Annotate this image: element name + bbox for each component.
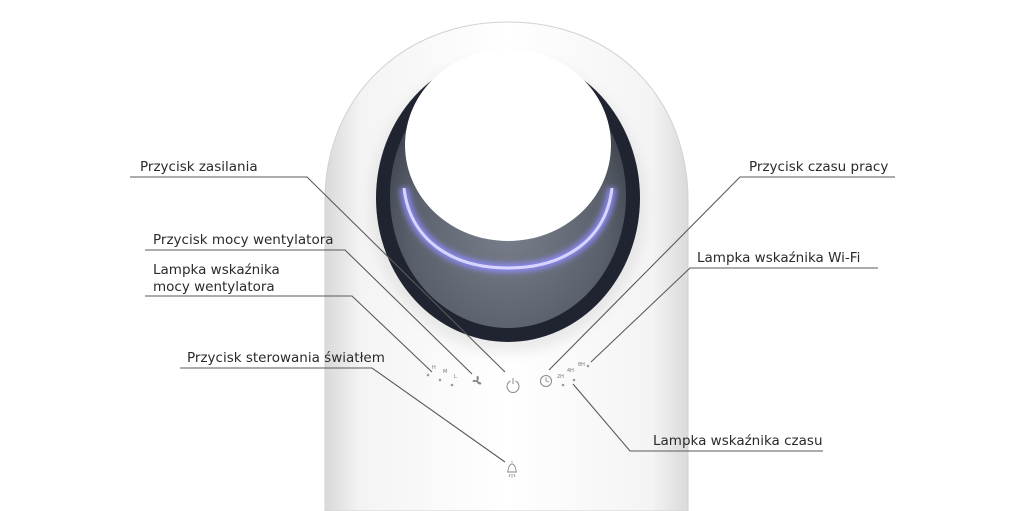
callout-line-power	[130, 176, 506, 373]
timer-level-label-8h: 8H	[578, 362, 585, 368]
timer-level-dot-2h	[561, 383, 565, 387]
callout-line-fan-power	[145, 249, 473, 375]
fan-level-dot-h	[426, 373, 430, 377]
label-timer-indicator: Lampka wskaźnika czasu	[653, 433, 823, 449]
ring-opening	[405, 49, 611, 241]
callout-line-timer	[548, 176, 895, 371]
timer-level-dot-4h	[572, 378, 576, 382]
callout-lines	[130, 176, 895, 463]
fan-level-dot-l	[450, 383, 454, 387]
callout-line-fan-indicator	[145, 295, 433, 373]
label-wifi-indicator: Lampka wskaźnika Wi-Fi	[697, 250, 861, 266]
power-icon[interactable]	[506, 378, 520, 393]
label-light-control-button: Przycisk sterowania światłem	[187, 350, 385, 366]
callout-line-timer-indicator	[572, 383, 823, 452]
callout-line-wifi	[590, 267, 878, 363]
label-fan-power-indicator-line1: Lampka wskaźnika	[153, 262, 280, 278]
timer-level-label-2h: 2H	[557, 374, 564, 380]
wifi-indicator-dot	[586, 364, 590, 368]
fan-icon[interactable]	[472, 375, 482, 385]
led-ring	[399, 187, 617, 273]
label-timer-button: Przycisk czasu pracy	[749, 159, 889, 175]
control-panel: H M L 2H 4H 8H	[426, 362, 590, 478]
fan-level-label-l: L	[454, 374, 457, 380]
callout-line-light	[180, 367, 506, 463]
timer-level-label-4h: 4H	[567, 368, 574, 374]
fan-level-label-h: H	[432, 365, 436, 371]
label-power-button: Przycisk zasilania	[140, 159, 258, 175]
fan-level-dot-m	[438, 378, 442, 382]
light-icon[interactable]	[507, 461, 517, 478]
label-fan-power-button: Przycisk mocy wentylatora	[153, 232, 334, 248]
timer-icon[interactable]	[540, 375, 552, 387]
fan-level-label-m: M	[443, 369, 447, 375]
label-fan-power-indicator-line2: mocy wentylatora	[153, 279, 275, 295]
